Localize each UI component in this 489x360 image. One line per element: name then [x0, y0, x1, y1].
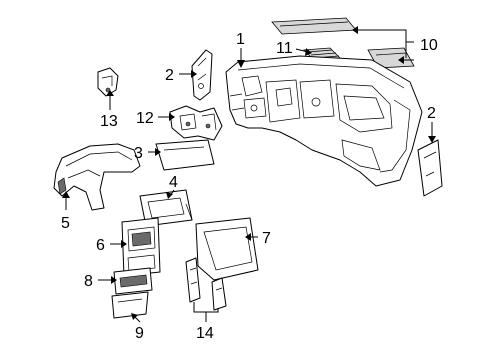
callout-14: 14	[196, 325, 214, 342]
callout-11: 11	[276, 40, 293, 57]
callout-labels: 1 10 11 2 13 12 3 2 4 5 6 7 8 9 14	[61, 31, 438, 342]
callout-1: 1	[236, 31, 245, 48]
part-6-center-stack-bezel	[121, 217, 161, 277]
part-2-left-bracket	[191, 49, 213, 101]
part-12-center-bracket	[169, 105, 223, 141]
callout-9: 9	[135, 325, 144, 342]
part-13-bracket	[97, 67, 119, 97]
part-14-side-brackets	[185, 257, 227, 311]
part-8-control-module	[113, 267, 153, 295]
part-4-center-trim	[139, 189, 193, 227]
part-2-right-end-cap	[417, 139, 443, 197]
leader-lines	[62, 26, 436, 323]
callout-10: 10	[420, 37, 438, 54]
callout-2-right: 2	[427, 105, 436, 122]
callout-12: 12	[136, 110, 154, 127]
callout-2-left: 2	[165, 67, 174, 84]
callout-8: 8	[84, 273, 93, 290]
callout-3: 3	[134, 145, 143, 162]
part-7-glove-box	[195, 217, 259, 281]
callout-4: 4	[169, 174, 178, 191]
part-5-cluster-bezel	[53, 143, 141, 211]
callout-6: 6	[96, 237, 105, 254]
callout-7: 7	[262, 230, 271, 247]
callout-5: 5	[61, 215, 70, 232]
part-3-panel	[155, 139, 215, 171]
part-1-instrument-panel	[225, 55, 423, 187]
part-9-lower-trim	[111, 291, 149, 319]
callout-13: 13	[100, 113, 118, 130]
